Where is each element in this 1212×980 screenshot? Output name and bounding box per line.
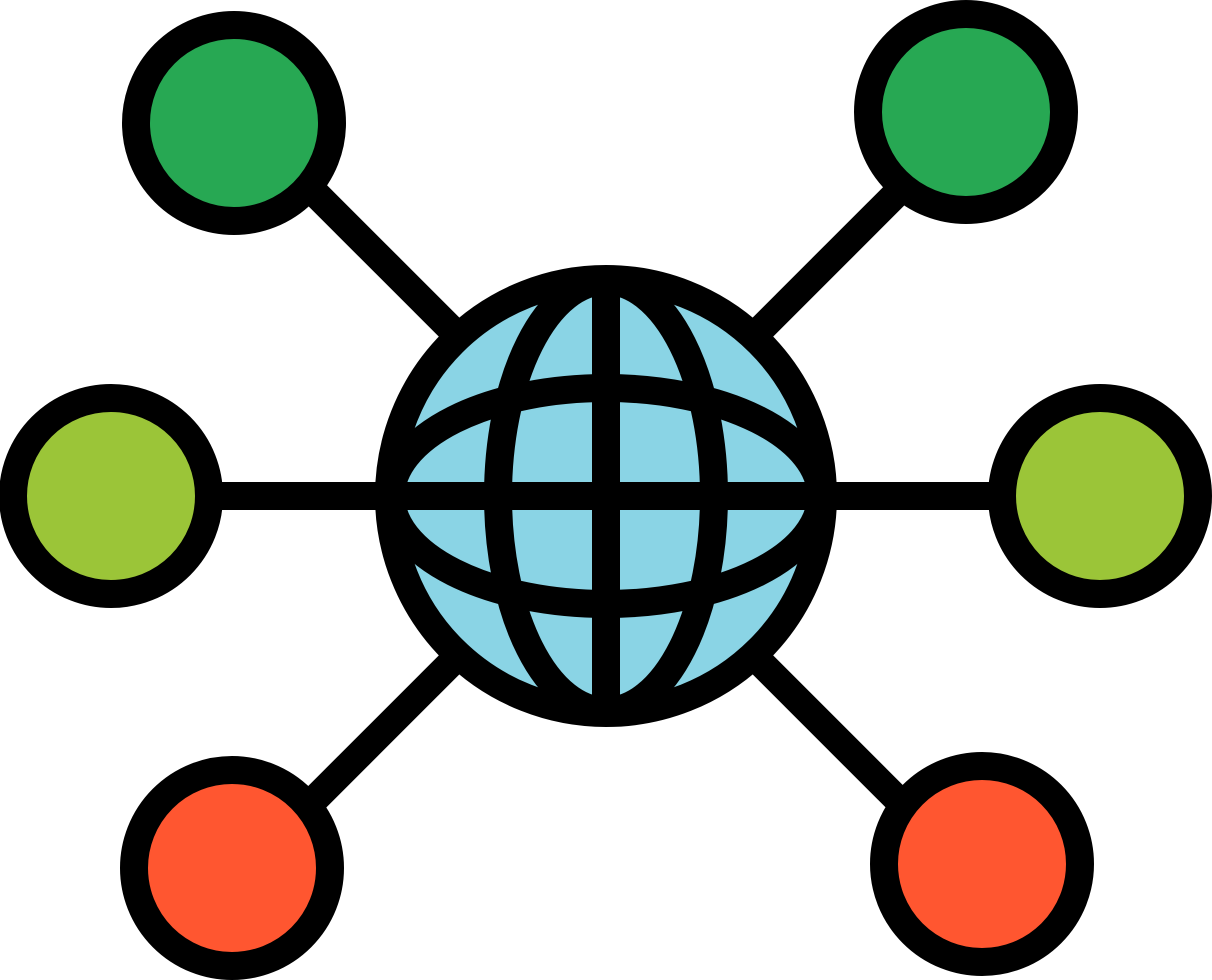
node-middle-left: [0, 384, 223, 608]
connectors: [212, 168, 1000, 824]
node-bottom-left: [120, 756, 344, 980]
node-top-left: [122, 11, 346, 235]
connector-bottom-left: [290, 646, 468, 824]
connector-top-right: [744, 168, 922, 346]
node-middle-right: [988, 384, 1212, 608]
globe-icon: [375, 265, 837, 727]
node-bottom-right: [870, 752, 1094, 976]
connector-top-left: [290, 168, 468, 346]
connector-bottom-right: [744, 646, 922, 824]
node-top-right: [854, 0, 1078, 224]
